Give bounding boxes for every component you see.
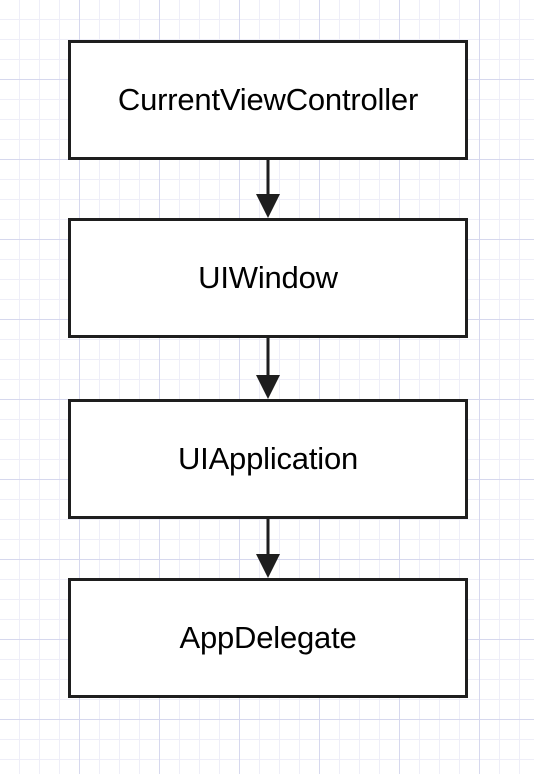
arrow-ui-application-to-app-delegate xyxy=(256,519,280,578)
node-label: UIApplication xyxy=(177,441,359,476)
node-current-view-controller: CurrentViewController xyxy=(68,40,468,160)
node-app-delegate: AppDelegate xyxy=(68,578,468,698)
arrow-ui-window-to-ui-application xyxy=(256,338,280,399)
node-label: UIWindow xyxy=(198,260,338,295)
node-label: AppDelegate xyxy=(179,620,357,655)
arrow-current-view-controller-to-ui-window xyxy=(256,160,280,218)
node-ui-window: UIWindow xyxy=(68,218,468,338)
node-label: CurrentViewController xyxy=(117,82,419,117)
node-ui-application: UIApplication xyxy=(68,399,468,519)
